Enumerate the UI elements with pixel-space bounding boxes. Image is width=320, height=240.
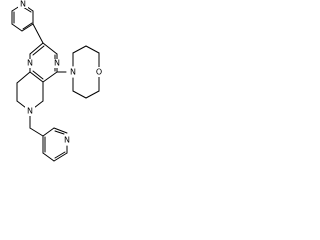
tetrahydro-ring: [16, 71, 44, 112]
atom-o-morph: O: [94, 67, 104, 77]
atom-n-quin-3: N: [52, 59, 62, 68]
svg-text:N: N: [70, 68, 76, 77]
pyridin-3-yl-bottom: [42, 127, 68, 162]
svg-text:N: N: [27, 59, 33, 68]
atom-n-morph: N: [68, 67, 78, 77]
pyridyl-pyrimidine-bond: [32, 23, 44, 44]
svg-text:N: N: [54, 59, 60, 68]
atom-n-pyr-top: N: [18, 0, 28, 9]
svg-text:N: N: [27, 107, 33, 116]
svg-text:N: N: [20, 0, 26, 9]
atom-n-pyr-bottom: N: [62, 135, 72, 145]
atom-n-pip: N: [25, 106, 35, 116]
chemical-structure: N N N N O N N: [11, 0, 104, 162]
pyridin-2-yl-top: [11, 3, 34, 32]
svg-text:O: O: [96, 68, 102, 77]
ch2-to-pyridine-bond: [29, 127, 44, 137]
morpholine-ring: [56, 45, 100, 99]
svg-text:N: N: [64, 136, 70, 145]
atom-n-quin-1: N: [25, 59, 35, 68]
